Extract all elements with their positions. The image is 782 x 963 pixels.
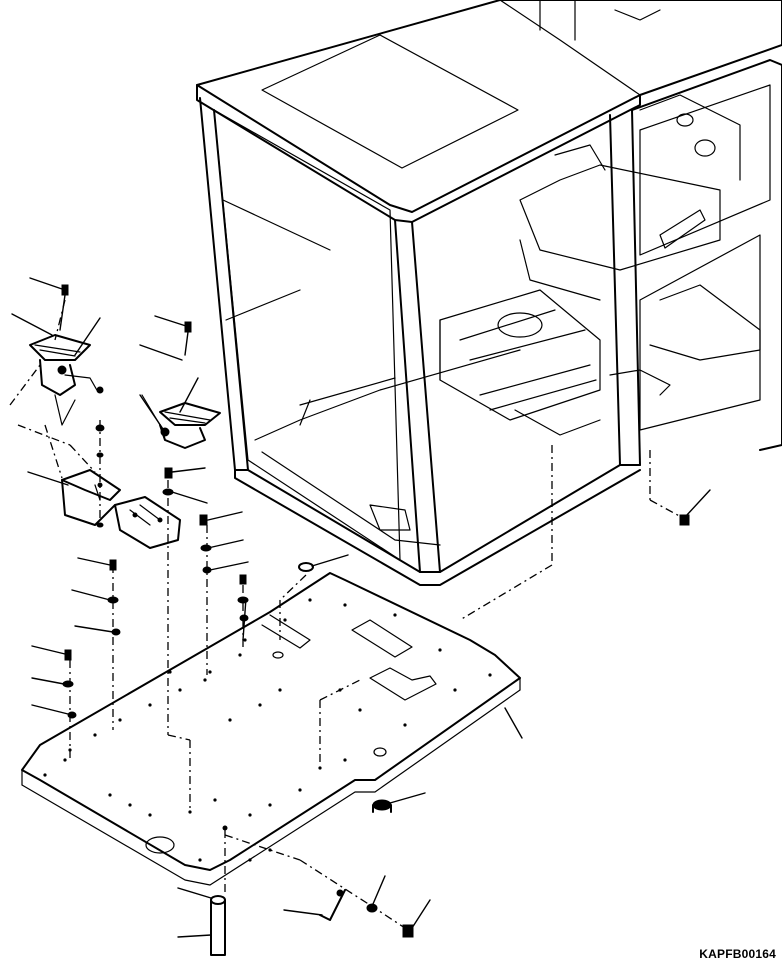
bolt-6	[64, 649, 72, 661]
bolt-4	[199, 514, 208, 526]
cab-frame	[196, 0, 782, 586]
bolt-9	[402, 924, 414, 938]
pedal-bracket	[61, 469, 181, 549]
leader-lines	[11, 277, 711, 938]
bolt-8	[679, 514, 690, 526]
floor-plate-holes	[43, 598, 492, 862]
left-pedal	[29, 334, 104, 426]
bolt-7	[239, 574, 247, 585]
right-pedal	[141, 394, 221, 449]
drawing-code: KAPFB00164	[699, 947, 776, 961]
floor-plate	[21, 572, 521, 886]
bolt-1	[59, 284, 69, 331]
bolt-2	[184, 321, 192, 356]
bolt-5	[164, 467, 173, 479]
assembly-center-lines	[9, 299, 684, 929]
